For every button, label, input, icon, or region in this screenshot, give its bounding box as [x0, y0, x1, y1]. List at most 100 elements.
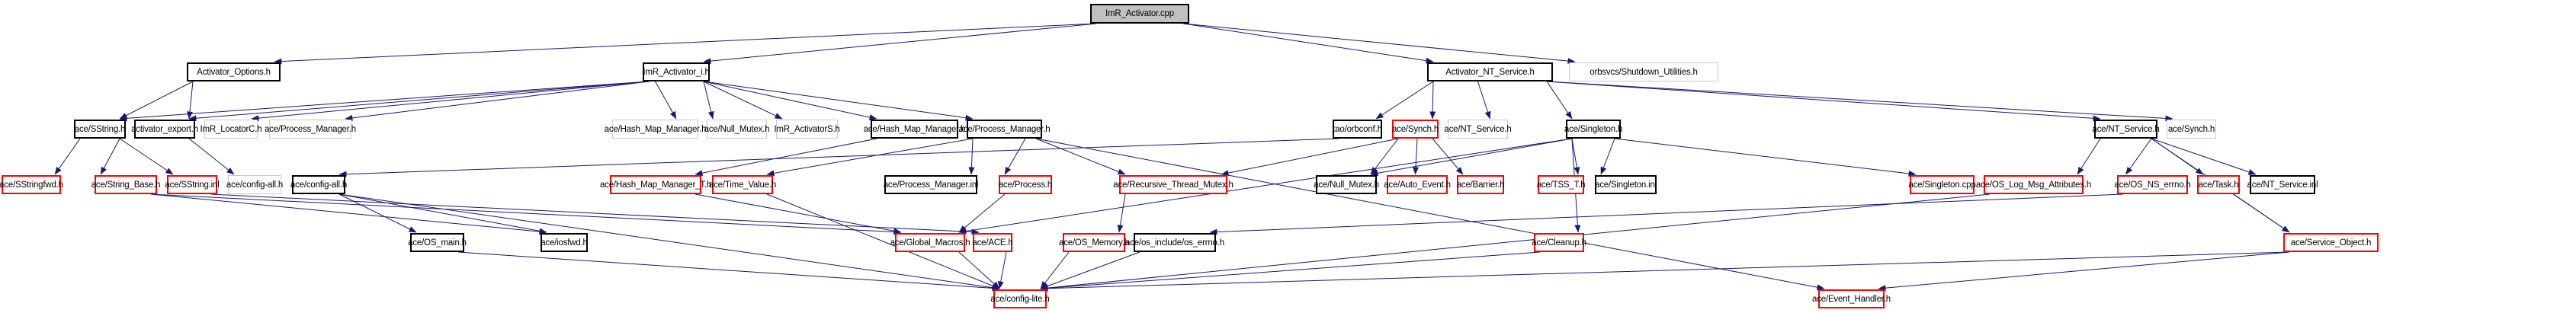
graph-node-ace-string-base-h[interactable]: ace/String_Base.h [91, 175, 160, 194]
edge-n_cfgall_b-n_cfglite [338, 193, 1000, 291]
graph-node-ace-sstringfwd-h[interactable]: ace/SStringfwd.h [0, 175, 63, 194]
graph-node-ace-event-handler-h[interactable]: ace/Event_Handler.h [1812, 289, 1891, 308]
graph-node-activator-nt-service-h[interactable]: Activator_NT_Service.h [1427, 62, 1553, 81]
edge-n_strbase-n_iosfwd [150, 193, 547, 235]
graph-node-ace-tss-t-h[interactable]: ace/TSS_T.h [1537, 175, 1586, 194]
edge-n_osmain-n_cfglite [457, 251, 1000, 292]
graph-node-ace-null-mutex-h[interactable]: ace/Null_Mutex.h [1314, 175, 1379, 194]
edge-n_synch_r-n_barrier [1432, 138, 1464, 175]
edge-n_strbase-n_globmac [150, 193, 902, 235]
edge-n_ih-n_pm_b [703, 81, 974, 121]
edge-n_synch_r-n_rtm [1221, 138, 1399, 177]
graph-node-activator-options-h[interactable]: Activator_Options.h [187, 62, 281, 81]
graph-node-ace-os-memory-h[interactable]: ace/OS_Memory.h [1059, 233, 1129, 252]
graph-node-ace-global-macros-h[interactable]: ace/Global_Macros.h [890, 233, 970, 252]
edge-root-n_ants [1182, 23, 1434, 64]
edge-n_ants-n_nts_b [1546, 81, 2101, 122]
graph-node-ace-nt-service-h[interactable]: ace/NT_Service.h [2092, 120, 2160, 139]
edge-n_orbconf-n_cfgall_b [338, 138, 1339, 177]
edge-n_pm_b-n_evthandler [1035, 138, 1825, 291]
edge-n_nts_b-n_ntsinl [2151, 138, 2257, 175]
graph-node-ace-process-h[interactable]: ace/Process.h [999, 175, 1052, 194]
edge-n_ih-n_actexp [188, 81, 650, 122]
graph-node-imr-activator-cpp: ImR_Activator.cpp [1090, 4, 1189, 24]
graph-node-ace-config-all-h[interactable]: ace/config-all.h [290, 175, 347, 194]
edge-n_sstring-n_sstrinl [119, 138, 174, 175]
graph-node-ace-service-object-h[interactable]: ace/Service_Object.h [2283, 233, 2379, 252]
edge-n_ace-n_cfglite [997, 251, 1007, 289]
edge-n_sstring-n_strbase [100, 138, 120, 175]
edge-n_nts_b-n_oslogmsg [2077, 138, 2101, 175]
graph-node-ace-hash-map-manager-t-h[interactable]: ace/Hash_Map_Manager_T.h [600, 175, 711, 194]
edge-n_pm_b-n_timeval [766, 138, 974, 177]
edge-n_ants-n_nts_g [1477, 81, 1491, 120]
edge-n_ants-n_orbconf [1375, 81, 1434, 120]
edge-n_rtm-n_osmem [1117, 193, 1126, 233]
graph-node-ace-hash-map-manager-h[interactable]: ace/Hash_Map_Manager.h [864, 120, 966, 139]
graph-node-ace-nt-service-h: ace/NT_Service.h [1444, 120, 1512, 139]
graph-node-tao-orbconf-h[interactable]: tao/orbconf.h [1333, 120, 1382, 139]
edge-root-n_ih [703, 23, 1097, 65]
edge-n_osmem-n_cfglite [1040, 251, 1070, 289]
graph-node-ace-os-ns-errno-h[interactable]: ace/OS_NS_errno.h [2114, 175, 2191, 194]
graph-node-ace-config-all-h: ace/config-all.h [226, 175, 283, 194]
graph-node-ace-recursive-thread-mutex-h[interactable]: ace/Recursive_Thread_Mutex.h [1113, 175, 1233, 194]
edge-n_opts-n_actexp [186, 81, 194, 120]
edge-n_actexp-n_cfgall_g [188, 138, 235, 175]
edge-n_singleton-n_singinl [1600, 138, 1615, 175]
edge-n_globmac-n_cfglite [958, 251, 1000, 289]
graph-node-imr-activators-h: ImR_ActivatorS.h [774, 120, 840, 139]
graph-node-orbsvcs-shutdown-utilities-h: orbsvcs/Shutdown_Utilities.h [1569, 62, 1718, 81]
graph-node-ace-process-manager-h[interactable]: ace/Process_Manager.h [959, 120, 1051, 139]
edge-root-n_opts [274, 23, 1097, 65]
graph-node-ace-singleton-inl[interactable]: ace/Singleton.inl [1595, 175, 1657, 194]
graph-node-ace-os-include-os-errno-h[interactable]: ace/os_include/os_errno.h [1125, 233, 1224, 252]
graph-node-ace-iosfwd-h[interactable]: ace/iosfwd.h [541, 233, 588, 252]
edge-root-n_shut [1182, 23, 1576, 65]
edge-n_singleton-n_singcpp [1614, 138, 1917, 177]
edge-n_osnserrno-n_oserrno [1209, 193, 2124, 235]
graph-node-ace-ace-h[interactable]: ace/ACE.h [972, 233, 1013, 252]
graph-node-ace-barrier-h[interactable]: ace/Barrier.h [1457, 175, 1505, 194]
edge-n_task-n_svcobj [2233, 193, 2290, 233]
graph-node-ace-singleton-h[interactable]: ace/Singleton.h [1564, 120, 1622, 139]
edge-n_ants-n_singleton [1546, 81, 1573, 120]
edge-n_process-n_globmac [958, 193, 1006, 233]
graph-node-imr-activator-i-h[interactable]: ImR_Activator_i.h [643, 62, 710, 81]
graph-node-ace-config-lite-h[interactable]: ace/config-lite.h [990, 289, 1050, 308]
edge-n_svcobj-n_cfglite [1040, 251, 2290, 292]
edge-n_cleanup-n_cfglite [1040, 251, 1541, 292]
edge-n_sstring-n_sstrfwd [54, 138, 81, 175]
edge-n_cfgall_b-n_osmain [338, 193, 417, 233]
graph-node-ace-process-manager-inl[interactable]: ace/Process_Manager.inl [884, 175, 978, 194]
edge-n_ih-n_sstring [119, 81, 650, 122]
edge-n_ants-n_synch_g [1546, 81, 2173, 122]
edge-n_hmm_b-n_hmmt [695, 138, 877, 177]
graph-node-ace-os-log-msg-attributes-h[interactable]: ace/OS_Log_Msg_Attributes.h [1976, 175, 2091, 194]
graph-node-ace-os-main-h[interactable]: ace/OS_main.h [408, 233, 467, 252]
edge-n_timeval-n_cfglite [766, 193, 1000, 289]
graph-node-ace-singleton-cpp[interactable]: ace/Singleton.cpp [1908, 175, 1976, 194]
edge-n_ih-n_hmm_b [703, 81, 877, 120]
graph-node-ace-cleanup-h[interactable]: ace/Cleanup.h [1532, 233, 1586, 252]
edge-n_oserrno-n_cfglite [1040, 251, 1140, 289]
graph-node-ace-null-mutex-h: ace/Null_Mutex.h [704, 120, 770, 139]
edge-n_nts_b-n_osnserrno [2125, 138, 2152, 175]
graph-node-ace-sstring-inl[interactable]: ace/SString.inl [165, 175, 220, 194]
edge-n_ih-n_locc [251, 81, 650, 122]
edge-n_pm_b-n_rtm [1035, 138, 1126, 175]
edge-n_cfgall_b-n_iosfwd [338, 193, 547, 235]
graph-node-ace-task-h[interactable]: ace/Task.h [2197, 175, 2240, 194]
graph-node-ace-time-value-h[interactable]: ace/Time_Value.h [709, 175, 776, 194]
graph-node-ace-hash-map-manager-h: ace/Hash_Map_Manager.h [605, 120, 707, 139]
graph-node-ace-synch-h[interactable]: ace/Synch.h [1392, 120, 1439, 139]
graph-node-activator-export-h[interactable]: activator_export.h [131, 120, 198, 139]
edge-n_singleton-n_tsst [1571, 138, 1580, 175]
edge-n_ih-n_acts [703, 81, 783, 120]
edge-n_opts-n_sstring [119, 81, 194, 120]
graph-node-ace-nt-service-inl[interactable]: ace/NT_Service.inl [2247, 175, 2318, 194]
edge-n_hmmt-n_globmac [695, 193, 902, 235]
graph-node-ace-sstring-h[interactable]: ace/SString.h [74, 120, 126, 139]
graph-node-ace-auto-event-h[interactable]: ace/Auto_Event.h [1384, 175, 1451, 194]
